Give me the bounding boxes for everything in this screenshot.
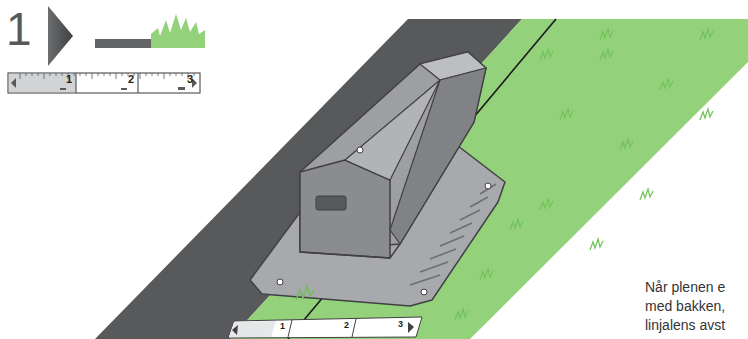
ruler-number: 3 [187,74,193,85]
ruler-number: 3 [398,320,403,329]
instruction-text: Når plenen e med bakken, linjalens avst [645,278,745,335]
ruler-number: 1 [280,322,285,331]
step-chevron [48,6,73,66]
step-number: 1 [6,6,32,52]
grass-icon [151,14,205,48]
ruler [228,317,422,338]
ruler-icon [8,73,200,93]
ruler-number: 2 [128,74,134,85]
ruler-number: 1 [66,74,72,85]
ruler-number: 2 [344,321,349,330]
lawn [230,19,748,339]
edge-icon [95,39,151,48]
charging-station [250,52,505,306]
